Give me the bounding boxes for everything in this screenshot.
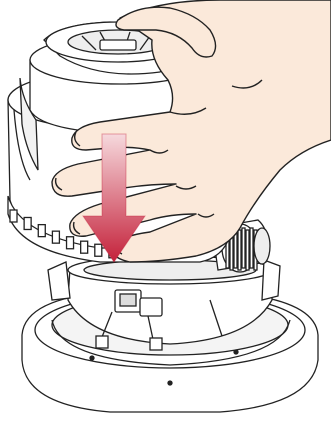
upper-gear-tooth bbox=[67, 237, 74, 249]
upper-gear-tooth bbox=[10, 210, 17, 222]
side-gear-tooth bbox=[238, 230, 241, 270]
side-gear-tooth bbox=[242, 228, 245, 268]
upper-gear-tooth bbox=[95, 244, 102, 256]
upper-gear-tooth bbox=[52, 231, 59, 243]
side-gear-tooth bbox=[250, 228, 253, 268]
base-lug-left bbox=[48, 262, 70, 300]
base-unit bbox=[22, 256, 318, 412]
base-lug-right bbox=[262, 260, 280, 300]
upper-gear-tooth bbox=[38, 225, 45, 237]
side-gear-tooth bbox=[246, 230, 249, 270]
upper-gear-tooth bbox=[81, 241, 88, 253]
upper-gear-tooth bbox=[24, 217, 31, 229]
